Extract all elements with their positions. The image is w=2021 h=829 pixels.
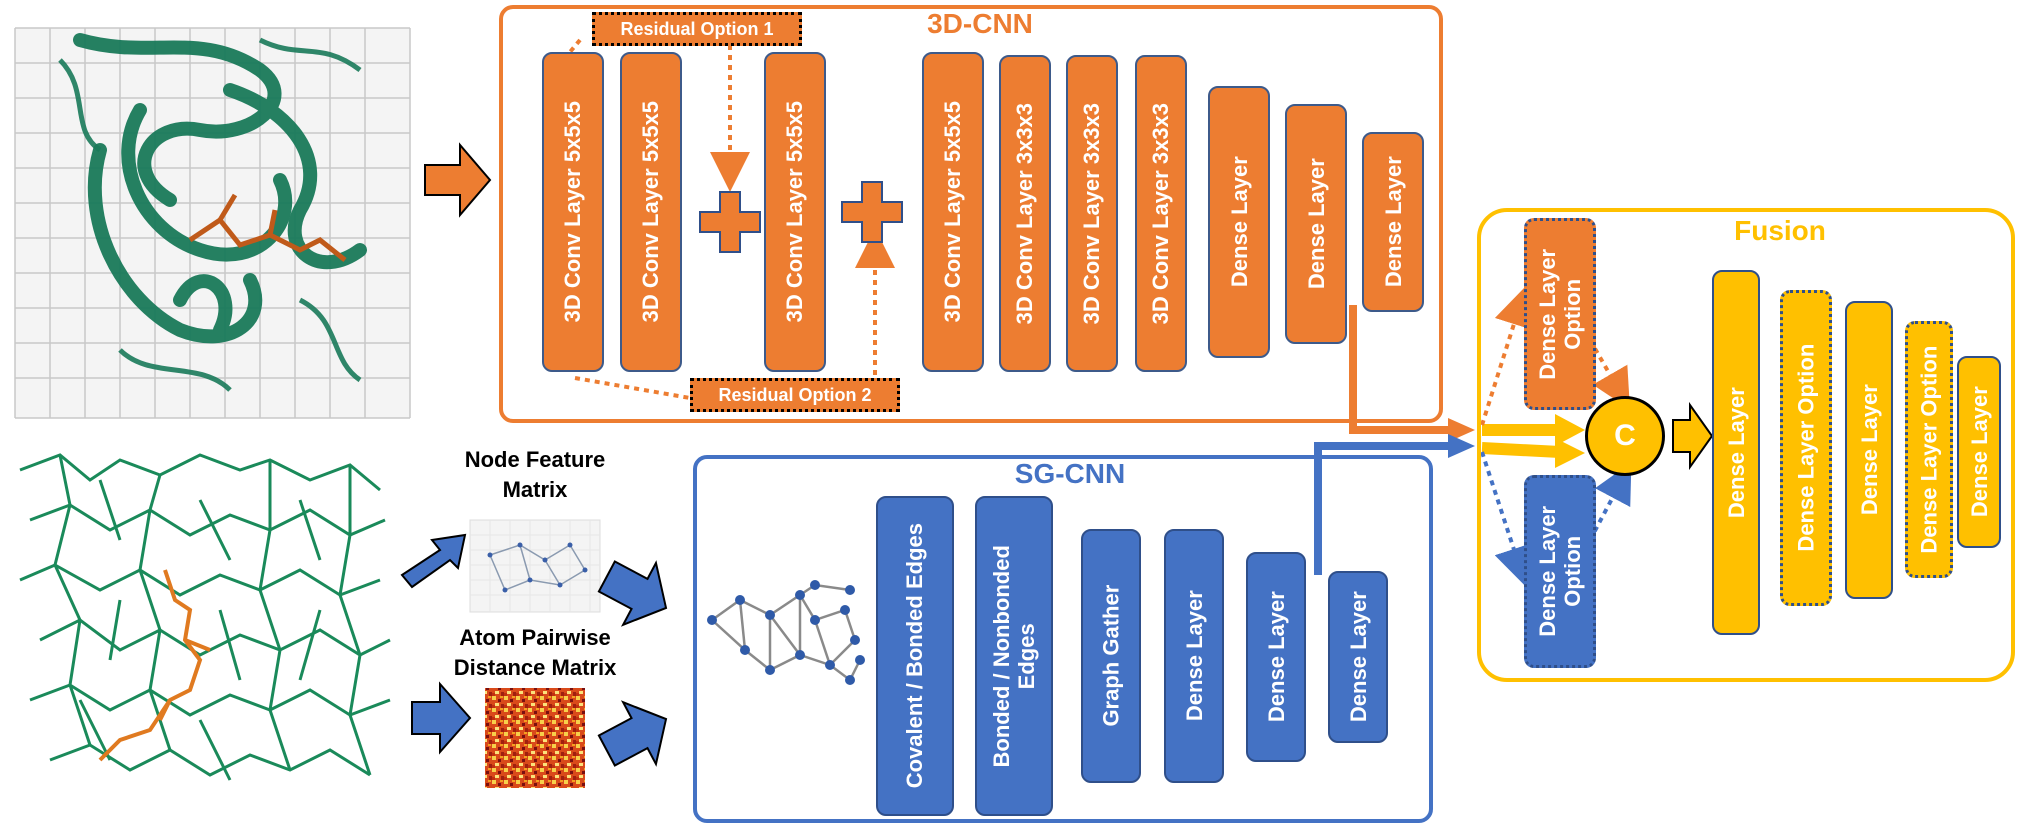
layer-label: Dense Layer Option	[1916, 345, 1942, 554]
cnn3d-conv-layer-3: 3D Conv Layer 5x5x5	[764, 52, 826, 372]
input-arrow-3	[597, 560, 668, 627]
node-feature-matrix-label: Node Feature Matrix	[464, 447, 606, 502]
cnn3d-conv-layer-7: 3D Conv Layer 3x3x3	[1135, 55, 1187, 372]
layer-label: Bonded / Nonbonded Edges	[988, 544, 1039, 768]
sgcnn-nonbonded-edges-layer: Bonded / Nonbonded Edges	[975, 496, 1053, 816]
residual-connectors	[568, 38, 895, 400]
sgcnn-graph-gather-layer: Graph Gather	[1081, 529, 1141, 783]
cnn3d-title: 3D-CNN	[927, 8, 1033, 39]
layer-label: Dense Layer	[1856, 384, 1882, 516]
layer-label: Dense Layer	[1345, 591, 1371, 723]
fusion-panel	[1477, 208, 2015, 682]
layer-label: 3D Conv Layer 3x3x3	[1079, 102, 1105, 325]
sgcnn-dense-layer-3: Dense Layer	[1328, 571, 1388, 743]
layer-label: Dense Layer Option	[1793, 344, 1819, 552]
layer-label: Graph Gather	[1098, 585, 1124, 727]
fusion-title: Fusion	[1734, 215, 1826, 246]
cnn3d-conv-layer-5: 3D Conv Layer 3x3x3	[999, 55, 1051, 372]
sgcnn-title: SG-CNN	[1014, 458, 1126, 489]
cnn3d-dense-layer-1: Dense Layer	[1208, 86, 1270, 358]
layer-label: Dense Layer	[1226, 156, 1252, 288]
layer-label: Dense Layer	[1181, 590, 1207, 722]
graph-icon	[707, 580, 865, 685]
pairwise-distance-matrix-image	[485, 688, 585, 788]
layer-label: Dense Layer	[1380, 156, 1406, 288]
cnn3d-conv-layer-1: 3D Conv Layer 5x5x5	[542, 52, 604, 372]
fusion-dense-option-1: Dense Layer Option	[1780, 290, 1832, 606]
fusion-dense-layer-2: Dense Layer	[1845, 301, 1893, 599]
layer-label: Dense Layer	[1723, 387, 1749, 518]
sgcnn-output-path	[1314, 434, 1475, 575]
input-arrow-3dcnn	[424, 142, 492, 218]
layer-label: 3D Conv Layer 3x3x3	[1012, 102, 1038, 325]
cnn3d-dense-layer-2: Dense Layer	[1285, 104, 1347, 344]
concat-node: C	[1585, 396, 1665, 476]
node-feature-matrix-image	[469, 519, 601, 613]
residual-option-1-label: Residual Option 1	[592, 12, 802, 46]
layer-label: 3D Conv Layer 5x5x5	[560, 101, 586, 323]
fusion-dense-option-2: Dense Layer Option	[1905, 321, 1953, 578]
sgcnn-covalent-edges-layer: Covalent / Bonded Edges	[876, 496, 954, 816]
protein-wireframe-image	[19, 453, 391, 781]
ligand-highlight	[98, 569, 211, 762]
fusion-option-top: Dense Layer Option	[1524, 218, 1596, 410]
input-arrow-2	[411, 681, 472, 755]
cnn3d-panel	[499, 5, 1443, 423]
layer-label: Dense Layer	[1966, 386, 1992, 518]
sgcnn-panel	[693, 455, 1433, 823]
residual-add-2-icon	[841, 181, 903, 243]
cnn3d-dense-layer-3: Dense Layer	[1362, 132, 1424, 312]
layer-label: Covalent / Bonded Edges	[902, 523, 928, 789]
sgcnn-dense-layer-2: Dense Layer	[1246, 552, 1306, 762]
fusion-dense-layer-1: Dense Layer	[1712, 270, 1760, 635]
cnn3d-conv-layer-2: 3D Conv Layer 5x5x5	[620, 52, 682, 372]
layer-label: Dense Layer Option	[1534, 506, 1586, 637]
layer-label: 3D Conv Layer 5x5x5	[782, 101, 808, 323]
fusion-dense-layer-3: Dense Layer	[1957, 356, 2001, 548]
layer-label: Dense Layer Option	[1534, 248, 1586, 380]
fusion-option-bottom: Dense Layer Option	[1524, 475, 1596, 668]
protein-grid-image	[14, 27, 411, 419]
cnn3d-conv-layer-4: 3D Conv Layer 5x5x5	[922, 52, 984, 372]
input-arrow-4	[597, 700, 668, 767]
pairwise-distance-matrix-label: Atom Pairwise Distance Matrix	[453, 625, 617, 680]
sgcnn-dense-layer-1: Dense Layer	[1164, 529, 1224, 783]
residual-add-1-icon	[699, 191, 761, 253]
cnn3d-conv-layer-6: 3D Conv Layer 3x3x3	[1066, 55, 1118, 372]
layer-label: 3D Conv Layer 5x5x5	[638, 101, 664, 323]
fusion-output-arrow	[1672, 401, 1714, 471]
residual-option-2-label: Residual Option 2	[690, 378, 900, 412]
layer-label: 3D Conv Layer 3x3x3	[1148, 102, 1174, 325]
layer-label: 3D Conv Layer 5x5x5	[940, 101, 966, 323]
input-arrow-1	[400, 533, 467, 589]
layer-label: Dense Layer	[1263, 591, 1289, 723]
layer-label: Dense Layer	[1303, 158, 1329, 290]
cnn3d-output-path	[1349, 305, 1475, 442]
